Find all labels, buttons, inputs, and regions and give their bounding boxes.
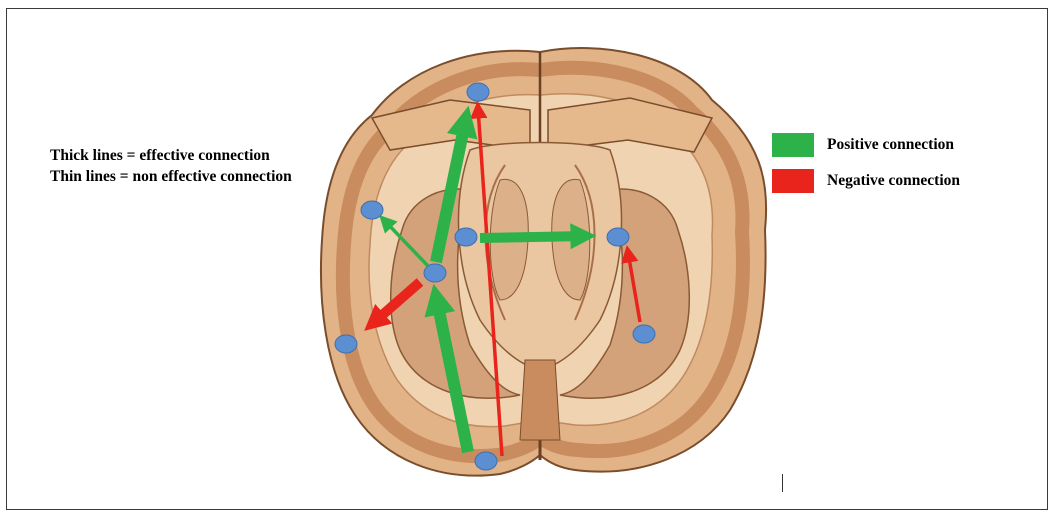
connection-central-to-right <box>480 236 586 238</box>
legend: Positive connection Negative connection <box>772 132 960 204</box>
occipital-node <box>475 452 497 470</box>
positive-swatch <box>772 133 814 157</box>
left-lateral-upper-node <box>361 201 383 219</box>
positive-label: Positive connection <box>827 136 954 154</box>
legend-item-positive: Positive connection <box>772 132 960 158</box>
left-mid-node <box>424 264 446 282</box>
legend-item-negative: Negative connection <box>772 168 960 194</box>
brain-illustration <box>321 48 766 476</box>
thick-lines-note: Thick lines = effective connection <box>50 145 292 166</box>
central-node <box>455 228 477 246</box>
occipital-block <box>520 360 560 440</box>
right-node <box>607 228 629 246</box>
left-lateral-lower-node <box>335 335 357 353</box>
negative-label: Negative connection <box>827 172 960 190</box>
line-thickness-notes: Thick lines = effective connection Thin … <box>50 145 292 187</box>
frontal-node <box>467 83 489 101</box>
negative-swatch <box>772 169 814 193</box>
text-cursor-mark <box>782 474 783 492</box>
thin-lines-note: Thin lines = non effective connection <box>50 166 292 187</box>
right-lower-node <box>633 325 655 343</box>
